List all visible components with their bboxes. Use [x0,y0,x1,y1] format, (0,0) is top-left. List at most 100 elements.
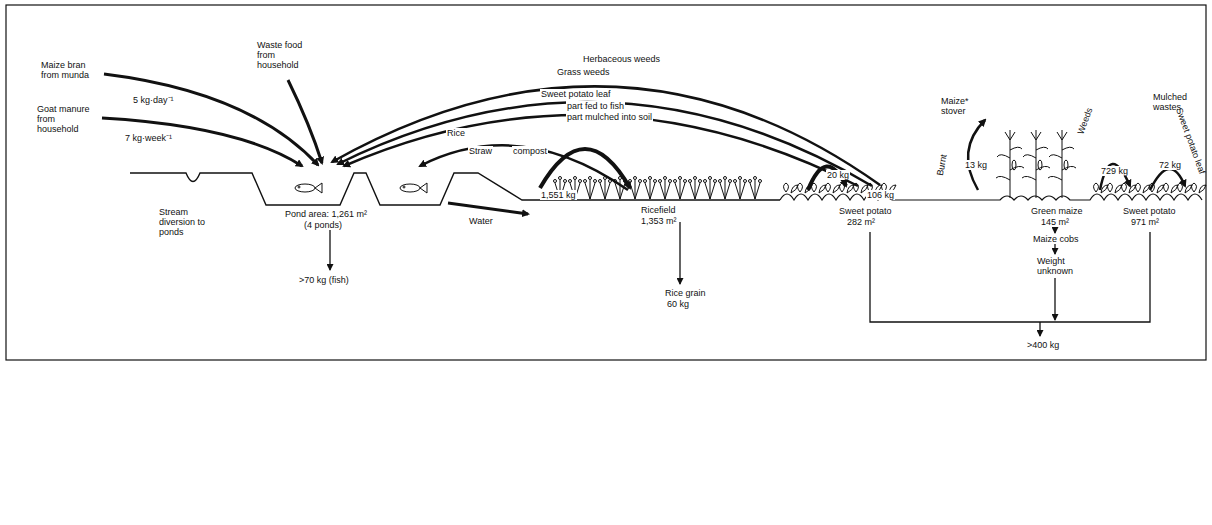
frame [6,5,1206,360]
plant-part [654,180,657,183]
plant-part [1178,183,1183,192]
plant-part [645,180,655,199]
plant-part [1005,130,1015,140]
plant-part [729,180,732,183]
flow-label: >70 kg (fish) [298,275,350,285]
plant-part [679,177,682,180]
plant-part [1115,185,1122,193]
flow-label: Weight unknown [1036,256,1080,276]
plant-part [996,147,1024,180]
plant-part [1064,160,1068,170]
plant-part [704,180,707,183]
flow-label: 60 kg [666,299,690,309]
flow-label: Goat manure from household [36,104,100,134]
flow-label: Grass weeds [556,67,611,77]
plant-part [699,180,702,183]
plant-part [719,180,722,183]
fish-icon [295,183,427,193]
flow-label: Straw [468,146,493,156]
plant-part [833,185,840,193]
plant-part [1143,185,1150,193]
plant-part [574,177,577,180]
plant-part [559,177,562,180]
plant-part [759,180,762,183]
flow-label: Ricefield [640,205,677,215]
plant-part [684,180,687,183]
flow-label: Green maize [1030,206,1084,216]
crop-plants [554,130,1207,199]
flow-label: 145 m² [1040,217,1070,227]
flow-label: (4 ponds) [303,220,343,230]
flow-label: part fed to fish [566,101,625,111]
flow-label: 5 kg·day⁻¹ [132,95,175,105]
flow-label: 20 kg [826,170,850,180]
plant-part [630,180,640,199]
plant-part [791,185,798,193]
plant-part [675,180,685,199]
flow-label: Waste food from household [256,40,314,70]
plant-part [819,185,826,193]
flow-label: Rice grain [664,288,707,298]
flow-arrows [102,74,1185,214]
plant-part [664,177,667,180]
plant-part [644,180,647,183]
flow-label: 729 kg [1100,166,1129,176]
plant-part [589,177,592,180]
plant-part [1185,185,1192,193]
plant-part [1038,160,1042,170]
plant-part [564,180,567,183]
plant-part [784,183,789,192]
plant-part [1108,183,1113,192]
plant-part [1094,183,1099,192]
plant-part [659,180,662,183]
plant-part [600,180,610,199]
plant-part [1164,183,1169,192]
flow-label: Stream diversion to ponds [158,207,220,237]
plant-part [1129,185,1136,193]
plant-part [629,180,632,183]
plant-part [739,177,742,180]
plant-part [1048,147,1076,180]
plant-part [579,180,582,183]
plant-part [798,183,803,192]
flow-label: Maize cobs [1032,234,1080,244]
plant-part [709,177,712,180]
plant-part [714,180,717,183]
plant-part [674,180,677,183]
plant-part [1136,183,1141,192]
plant-part [585,180,595,199]
flow-label: Maize bran from munda [40,60,100,80]
flow-label: Weeds [1075,105,1095,136]
flow-label: 1,551 kg [540,190,577,200]
plant-part [1012,160,1016,170]
plant-part [1057,130,1067,140]
plant-part [594,180,597,183]
flow-label: 13 kg [964,160,988,170]
flow-label: >400 kg [1026,340,1060,350]
plant-part [734,180,737,183]
plant-part [1022,147,1050,180]
flow-label: Pond area: 1,261 m² [284,209,368,219]
plant-part [1157,185,1164,193]
plant-part [634,177,637,180]
plant-part [826,183,831,192]
plant-part [694,177,697,180]
plant-part [1031,130,1041,140]
flow-label: Sweet potato [838,206,893,216]
plant-part [735,180,745,199]
flow-label: 971 m² [1130,217,1160,227]
flow-label: 7 kg·week⁻¹ [124,133,173,143]
plant-part [1171,185,1178,193]
plant-part [689,180,692,183]
plant-part [599,180,602,183]
flow-label: part mulched into soil [566,112,653,122]
flow-label: compost [512,146,548,156]
plant-part [649,177,652,180]
plant-part [1010,140,1011,198]
flow-label: Sweet potato leaf [540,89,612,99]
plant-part [847,185,854,193]
flow-label: Burnt [935,153,949,178]
plant-part [720,180,730,199]
plant-part [1192,183,1197,192]
flow-label: Sweet potato [1122,206,1177,216]
